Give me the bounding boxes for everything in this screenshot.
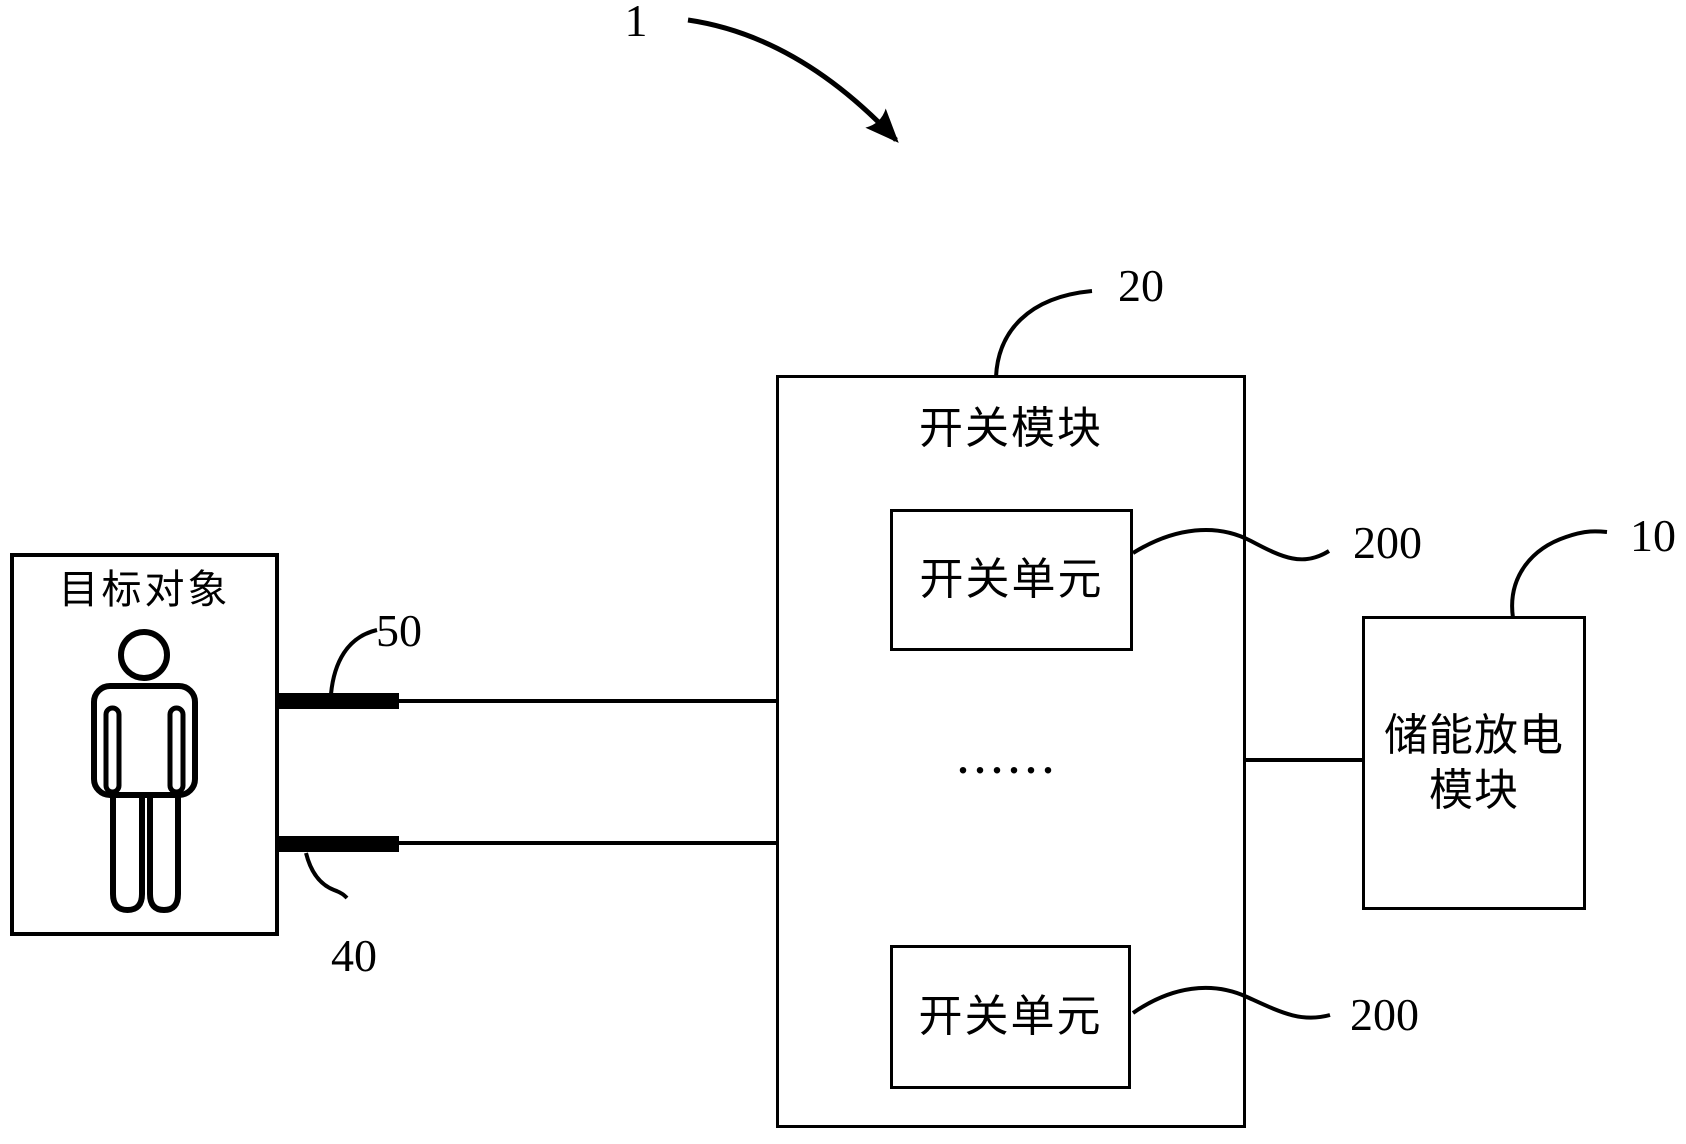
target-object-title: 目标对象: [58, 567, 231, 612]
leader-storage-ref: [1510, 529, 1608, 619]
wire-bottom: [398, 841, 777, 845]
switch-unit-top-box: 开关单元: [890, 509, 1133, 651]
switch-module-title: 开关模块: [919, 404, 1103, 453]
electrode-bar-bottom: [278, 836, 399, 852]
electrode-top-ref-label: 50: [376, 605, 422, 656]
leader-switch-unit-bottom-ref: [1131, 986, 1331, 1020]
leader-electrode-top-ref: [329, 628, 378, 695]
leader-electrode-bottom-ref: [304, 852, 349, 900]
electrode-bar-top: [278, 693, 399, 709]
person-icon: [91, 629, 198, 913]
switch-unit-bottom-ref-label: 200: [1350, 989, 1419, 1040]
storage-ref-label: 10: [1630, 510, 1676, 561]
figure-ref-label: 1: [624, 0, 648, 46]
ellipsis-dots: ......: [958, 737, 1060, 782]
switch-unit-top-title: 开关单元: [919, 555, 1104, 604]
switch-unit-bottom-title: 开关单元: [918, 992, 1103, 1041]
figure-ref-arrow-icon: [687, 17, 899, 143]
electrode-bottom-ref-label: 40: [331, 930, 377, 981]
switch-unit-top-ref-label: 200: [1353, 517, 1422, 568]
storage-discharge-box: 储能放电 模块: [1362, 616, 1586, 910]
leader-switch-unit-top-ref: [1131, 527, 1331, 562]
switch-module-ref-label: 20: [1118, 260, 1164, 311]
storage-discharge-title-line1: 储能放电: [1384, 711, 1564, 760]
storage-discharge-title-line2: 模块: [1429, 766, 1519, 815]
wire-top: [398, 699, 777, 703]
leader-switch-module-ref: [994, 289, 1093, 378]
connector-switch-to-storage: [1244, 758, 1362, 762]
switch-unit-bottom-box: 开关单元: [890, 945, 1131, 1089]
